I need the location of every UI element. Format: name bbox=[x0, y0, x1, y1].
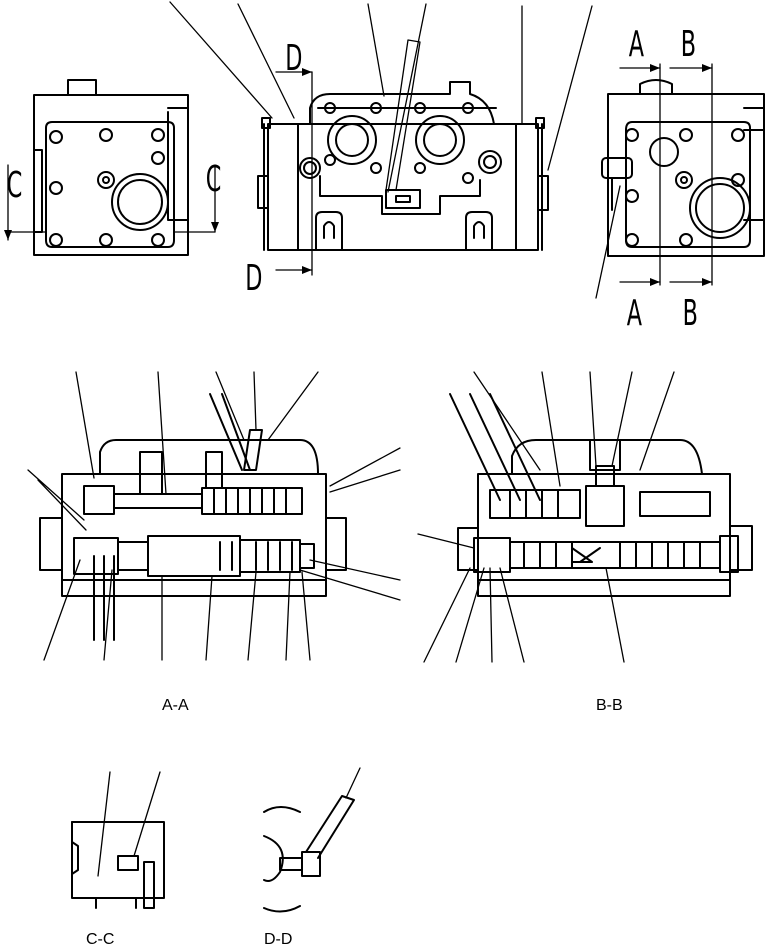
section-aa-view bbox=[27, 371, 401, 661]
front-view-center: D D bbox=[169, 1, 593, 300]
section-b-bottom-label: B bbox=[683, 293, 698, 335]
caption-section-dd: D-D bbox=[264, 931, 292, 946]
section-a-bottom-label: A bbox=[627, 293, 643, 335]
caption-section-bb: B-B bbox=[596, 697, 623, 714]
section-dd-view bbox=[263, 767, 361, 913]
section-cc-view bbox=[71, 771, 165, 909]
section-c-right-label: C bbox=[206, 159, 222, 201]
section-c-left-label: C bbox=[7, 165, 23, 207]
section-d-top-label: D bbox=[285, 38, 302, 80]
rear-view-right: A B A B bbox=[595, 24, 765, 335]
section-a-top-label: A bbox=[629, 24, 645, 66]
section-bb-view bbox=[417, 371, 753, 663]
caption-section-cc: C-C bbox=[86, 931, 114, 946]
caption-section-aa: A-A bbox=[162, 697, 189, 714]
side-view-left: C C bbox=[4, 79, 222, 256]
section-d-bottom-label: D bbox=[245, 258, 262, 300]
section-b-top-label: B bbox=[681, 24, 696, 66]
